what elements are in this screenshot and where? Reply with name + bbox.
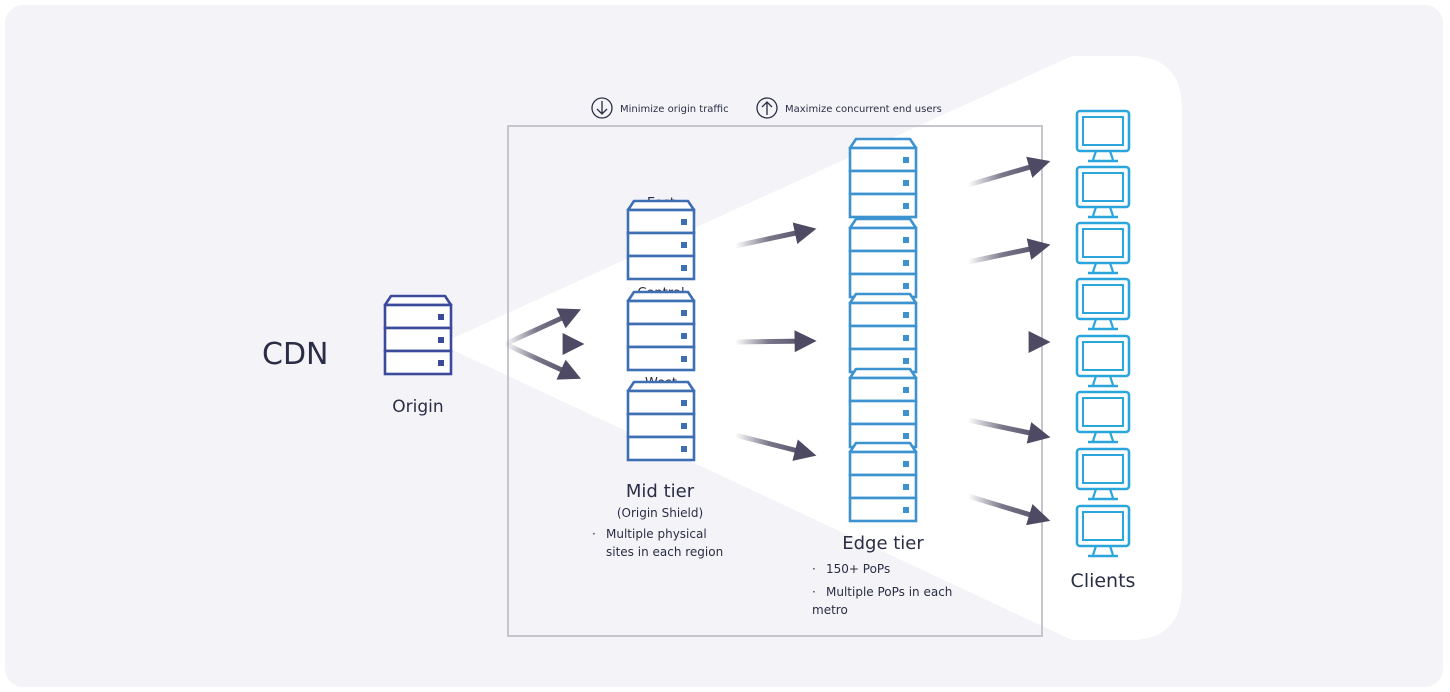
edge-server-icon: [848, 367, 918, 449]
edge-server-icon: [848, 137, 918, 219]
mid-to-edge-arrows: [734, 222, 817, 461]
edge-tier-bullet: metro: [812, 603, 848, 617]
clients-label: Clients: [1071, 570, 1136, 592]
bullet-dot: ·: [812, 562, 816, 576]
tier-box: [507, 125, 1043, 637]
edge-server-icon: [848, 217, 918, 299]
legend-maximize: Maximize concurrent end users: [756, 97, 942, 119]
edge-server-icon: [848, 441, 918, 523]
origin-arrows: [503, 308, 585, 380]
bullet-dot: ·: [812, 585, 816, 599]
edge-tier-bullet: Multiple PoPs in each: [826, 585, 952, 599]
origin-server-icon: [383, 294, 453, 376]
down-arrow-circle-icon: [591, 97, 613, 119]
diagram-title: CDN: [262, 337, 329, 372]
mid-server-central-icon: [626, 290, 696, 372]
edge-to-client-arrows: [967, 156, 1051, 526]
origin-label: Origin: [392, 397, 443, 417]
legend-label: Minimize origin traffic: [620, 104, 729, 115]
bullet-dot: ·: [592, 527, 596, 541]
mid-tier-bullet: Multiple physical: [606, 527, 707, 541]
mid-tier-bullet: sites in each region: [606, 545, 723, 559]
mid-server-west-icon: [626, 380, 696, 462]
edge-tier-title: Edge tier: [842, 533, 924, 554]
edge-tier-bullet: 150+ PoPs: [826, 562, 890, 576]
funnel-cone: [440, 56, 1182, 640]
edge-server-icon: [848, 292, 918, 374]
mid-server-east-icon: [626, 199, 696, 281]
mid-tier-title: Mid tier: [626, 481, 695, 502]
up-arrow-circle-icon: [756, 97, 778, 119]
mid-tier-subtitle: (Origin Shield): [617, 506, 703, 520]
legend-label: Maximize concurrent end users: [785, 104, 942, 115]
legend-minimize: Minimize origin traffic: [591, 97, 729, 119]
